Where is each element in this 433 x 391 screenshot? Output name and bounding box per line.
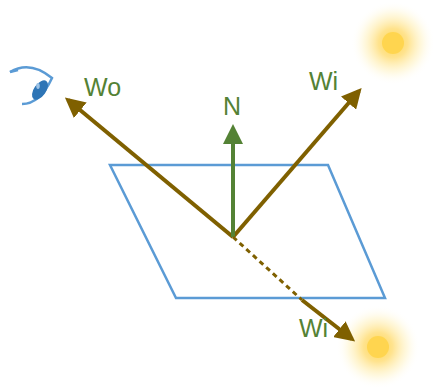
- vector-label: Wi: [309, 69, 338, 94]
- light-glow: [336, 305, 420, 389]
- surface-plane: [110, 165, 385, 298]
- normal-vector: [231, 128, 235, 237]
- vector-label: Wi: [299, 316, 328, 341]
- light-glow: [351, 1, 433, 85]
- vector-label: Wo: [84, 75, 121, 100]
- hidden-vector: [233, 237, 302, 300]
- light-source: [367, 336, 389, 358]
- light-source: [382, 32, 404, 54]
- incoming-vector: [233, 91, 359, 237]
- eye-icon: [10, 67, 52, 104]
- vector-label: N: [223, 94, 241, 119]
- outgoing-vector: [68, 100, 233, 237]
